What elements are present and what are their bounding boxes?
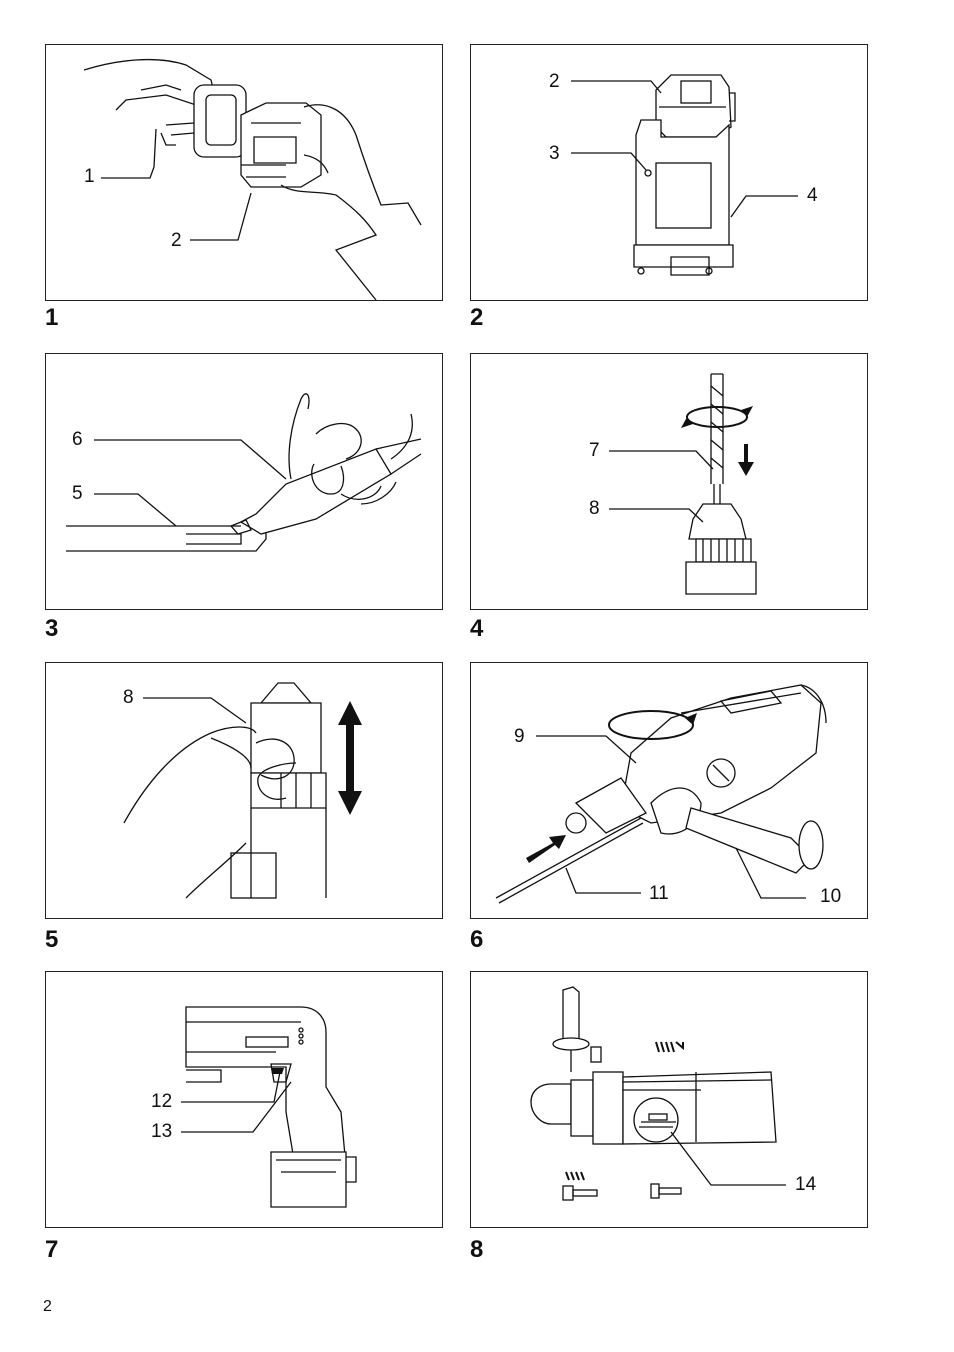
callout-label: 3	[549, 144, 560, 163]
figure-6-panel: 9 11 10	[470, 662, 868, 919]
figure-number: 8	[470, 1238, 483, 1262]
figure-6-illustration	[471, 663, 869, 920]
figure-4-panel: 7 8	[470, 353, 868, 610]
figure-number: 6	[470, 928, 483, 952]
hammer-only-symbol	[651, 1184, 681, 1198]
figure-7-illustration	[46, 972, 444, 1229]
figure-3-illustration	[46, 354, 444, 611]
callout-label: 14	[795, 1175, 816, 1194]
figure-3-panel: 6 5	[45, 353, 443, 610]
figure-number: 4	[470, 617, 483, 641]
callout-label: 12	[151, 1092, 172, 1111]
hammer-drill-symbol	[656, 1042, 683, 1052]
page-number: 2	[43, 1298, 52, 1316]
callout-label: 5	[72, 484, 83, 503]
callout-label: 8	[589, 499, 600, 518]
figure-number: 7	[45, 1238, 58, 1262]
figure-5-panel: 8	[45, 662, 443, 919]
figure-number: 1	[45, 306, 58, 330]
callout-label: 7	[589, 441, 600, 460]
callout-label: 1	[84, 167, 95, 186]
callout-label: 2	[171, 231, 182, 250]
figure-number: 2	[470, 306, 483, 330]
figure-8-panel: 14	[470, 971, 868, 1228]
figure-2-panel: 2 3 4	[470, 44, 868, 301]
callout-label: 4	[807, 186, 818, 205]
figure-number: 5	[45, 928, 58, 952]
callout-label: 6	[72, 430, 83, 449]
callout-label: 11	[649, 884, 669, 903]
rotation-hammer-symbol	[563, 1172, 597, 1200]
figure-1-panel: 1 2	[45, 44, 443, 301]
callout-label: 8	[123, 688, 134, 707]
figure-4-illustration	[471, 354, 869, 611]
callout-label: 13	[151, 1122, 172, 1141]
figure-7-panel: 12 13	[45, 971, 443, 1228]
callout-label: 10	[820, 887, 841, 906]
figure-1-illustration	[46, 45, 444, 302]
figure-number: 3	[45, 617, 58, 641]
callout-label: 9	[514, 727, 525, 746]
figure-2-illustration	[471, 45, 869, 302]
callout-label: 2	[549, 72, 560, 91]
figure-5-illustration	[46, 663, 444, 920]
